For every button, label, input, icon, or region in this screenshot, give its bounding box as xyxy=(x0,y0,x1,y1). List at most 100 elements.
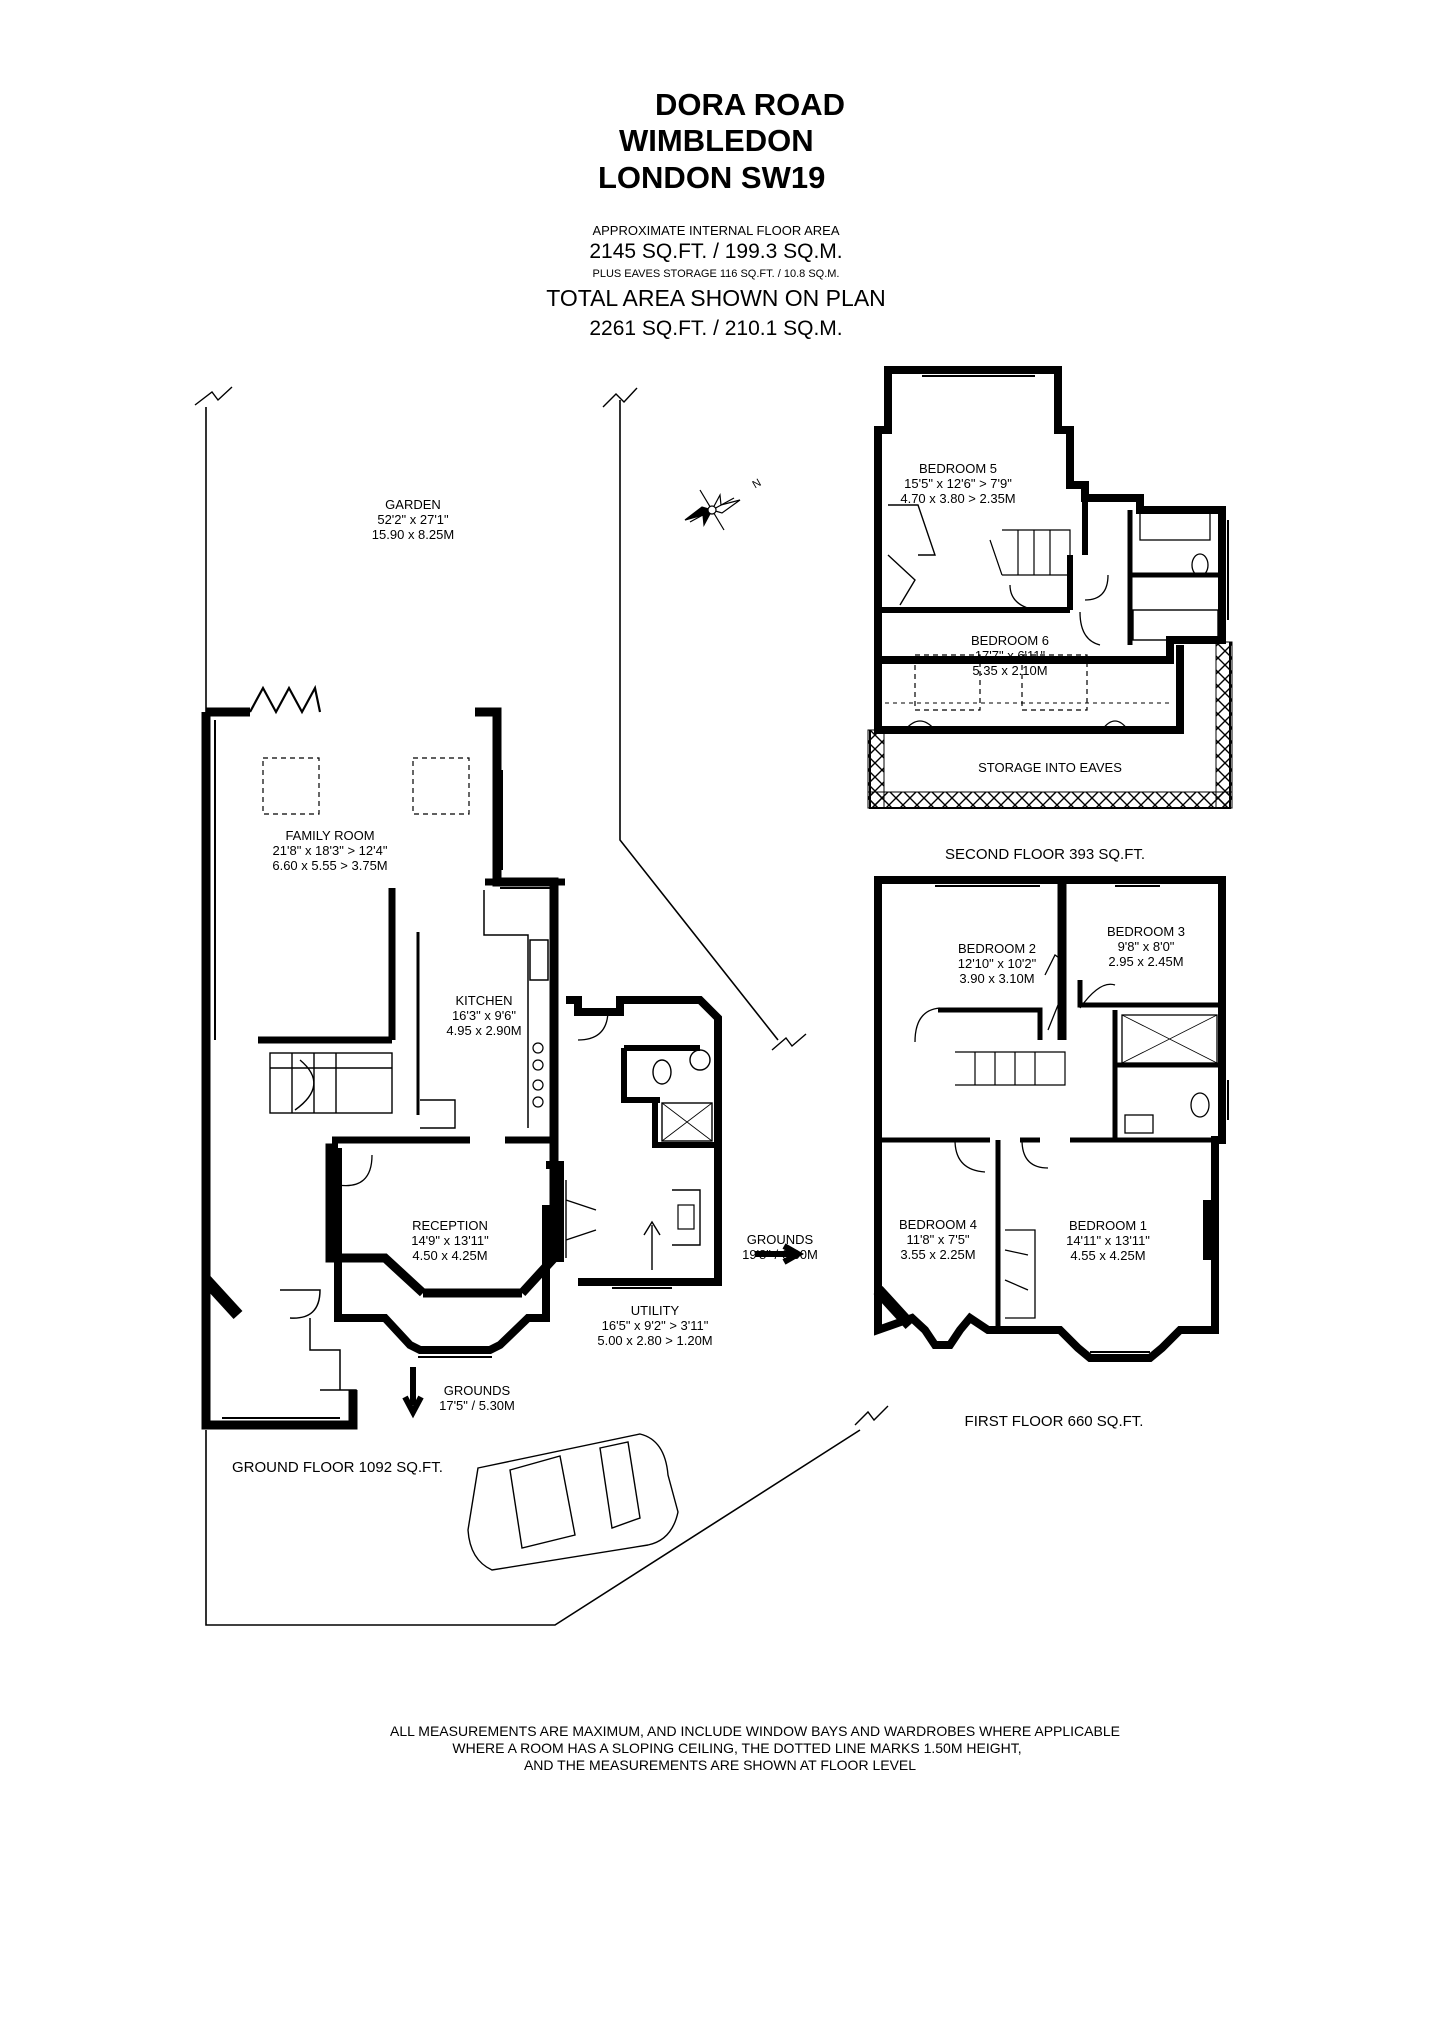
first-shower-cross xyxy=(1121,1014,1218,1064)
eaves-hatch-right xyxy=(1215,641,1233,809)
notes-line-1: ALL MEASUREMENTS ARE MAXIMUM, AND INCLUD… xyxy=(390,1723,1120,1739)
front-window xyxy=(222,1417,340,1425)
bedroom5-wardrobes xyxy=(887,504,936,606)
car-outline xyxy=(467,1433,679,1571)
second-bath-vanity xyxy=(1139,511,1211,541)
address-line-2: WIMBLEDON xyxy=(619,123,814,158)
wc-basin xyxy=(689,1049,711,1071)
second-bath-window xyxy=(1221,520,1229,620)
bedroom6-door-arc xyxy=(1079,611,1101,646)
front-porch xyxy=(280,1289,357,1425)
bedroom1-bay-window xyxy=(1090,1351,1150,1359)
second-bath-toilet xyxy=(1191,553,1209,577)
bedroom2-window xyxy=(935,879,1040,887)
garden-boundary-right xyxy=(619,400,779,1041)
bedroom1-wardrobe xyxy=(1004,1229,1036,1319)
bedroom1-door xyxy=(1021,1139,1049,1169)
bedroom6-rooflight-2 xyxy=(1021,654,1088,711)
bedroom6-door-left xyxy=(904,720,936,731)
floor-label-first: FIRST FLOOR 660 SQ.FT. xyxy=(964,1413,1144,1430)
kitchen-hob xyxy=(532,1042,544,1108)
second-bath-tub xyxy=(1132,609,1219,641)
front-boundary xyxy=(205,1429,861,1626)
reception-right-wall xyxy=(536,1205,550,1322)
bathroom-door-arc xyxy=(1084,574,1109,601)
kitchen-sink xyxy=(529,939,549,981)
family-room-side-window xyxy=(496,770,503,870)
ground-stairs xyxy=(269,1052,456,1129)
first-shower xyxy=(1121,1014,1218,1064)
bedroom3-walls xyxy=(1077,980,1222,1008)
first-bath-toilet xyxy=(1190,1092,1210,1118)
utility-outer-wall xyxy=(566,996,722,1286)
area-total-label: TOTAL AREA SHOWN ON PLAN xyxy=(546,285,886,311)
second-floor-outer-wall xyxy=(874,366,1226,664)
wc-walls xyxy=(621,1045,718,1148)
second-floor-plan xyxy=(867,366,1233,809)
bedroom6-walls xyxy=(874,618,1184,734)
compass-rose xyxy=(684,489,741,531)
floor-label-second: SECOND FLOOR 393 SQ.FT. xyxy=(944,846,1146,863)
grounds-front-arrow xyxy=(402,1367,424,1419)
floor-label-ground: GROUND FLOOR 1092 SQ.FT. xyxy=(232,1459,443,1476)
second-landing-door xyxy=(1009,584,1036,611)
utility-left-block xyxy=(546,1161,564,1262)
kitchen-window xyxy=(500,881,555,889)
garden-boundary-break-top xyxy=(602,387,638,408)
utility-counter xyxy=(672,1189,701,1246)
utility-window xyxy=(612,1281,672,1289)
rooflight-2 xyxy=(412,757,470,815)
notes-line-3: AND THE MEASUREMENTS ARE SHOWN AT FLOOR … xyxy=(523,1757,917,1773)
ground-floor-plan xyxy=(194,386,889,1626)
bedroom2-door xyxy=(914,1007,941,1043)
wc-toilet xyxy=(652,1059,672,1085)
garden-boundary-break xyxy=(194,386,233,406)
bedroom3-window xyxy=(1115,879,1160,887)
bedroom2-wardrobe xyxy=(1044,954,1063,1031)
bifold-doors xyxy=(249,684,322,715)
kitchen-counter xyxy=(483,890,529,1128)
eaves-hatch-bottom xyxy=(867,791,1233,809)
bedroom4-door xyxy=(954,1139,986,1173)
bedroom5-partition xyxy=(880,498,1088,613)
utility-arrow-line xyxy=(643,1220,661,1270)
bedroom6-door-right xyxy=(1101,720,1129,731)
bedroom4-left-wedge xyxy=(873,1285,915,1330)
room-label-storage: STORAGE INTO EAVES xyxy=(978,760,1122,775)
garden-boundary-break-mid xyxy=(771,1033,807,1051)
utility-sink xyxy=(677,1204,695,1230)
landing-stairs xyxy=(955,1051,1066,1086)
bedroom6-rooflight-1 xyxy=(914,654,981,711)
second-stairs xyxy=(989,529,1071,576)
first-bath-window xyxy=(1221,1080,1229,1120)
address-line-1: DORA ROAD xyxy=(655,87,846,122)
notes-line-2: WHERE A ROOM HAS A SLOPING CEILING, THE … xyxy=(452,1740,1022,1756)
bedroom3-door xyxy=(1079,983,1116,1009)
reception-bay-window xyxy=(418,1351,492,1358)
address-line-3: LONDON SW19 xyxy=(598,160,826,195)
area-total: 2261 SQ.FT. / 210.1 SQ.M. xyxy=(589,317,843,340)
front-porch-wall xyxy=(201,1275,243,1320)
area-eaves: PLUS EAVES STORAGE 116 SQ.FT. / 10.8 SQ.… xyxy=(592,268,840,280)
second-bath-walls xyxy=(1127,510,1222,645)
rooflight-1 xyxy=(262,757,320,815)
first-bath-basin xyxy=(1124,1114,1154,1134)
first-floor-plan xyxy=(873,876,1229,1362)
reception-left-wall xyxy=(334,1148,536,1354)
front-boundary-break xyxy=(854,1405,889,1426)
area-internal: 2145 SQ.FT. / 199.3 SQ.M. xyxy=(589,240,843,263)
